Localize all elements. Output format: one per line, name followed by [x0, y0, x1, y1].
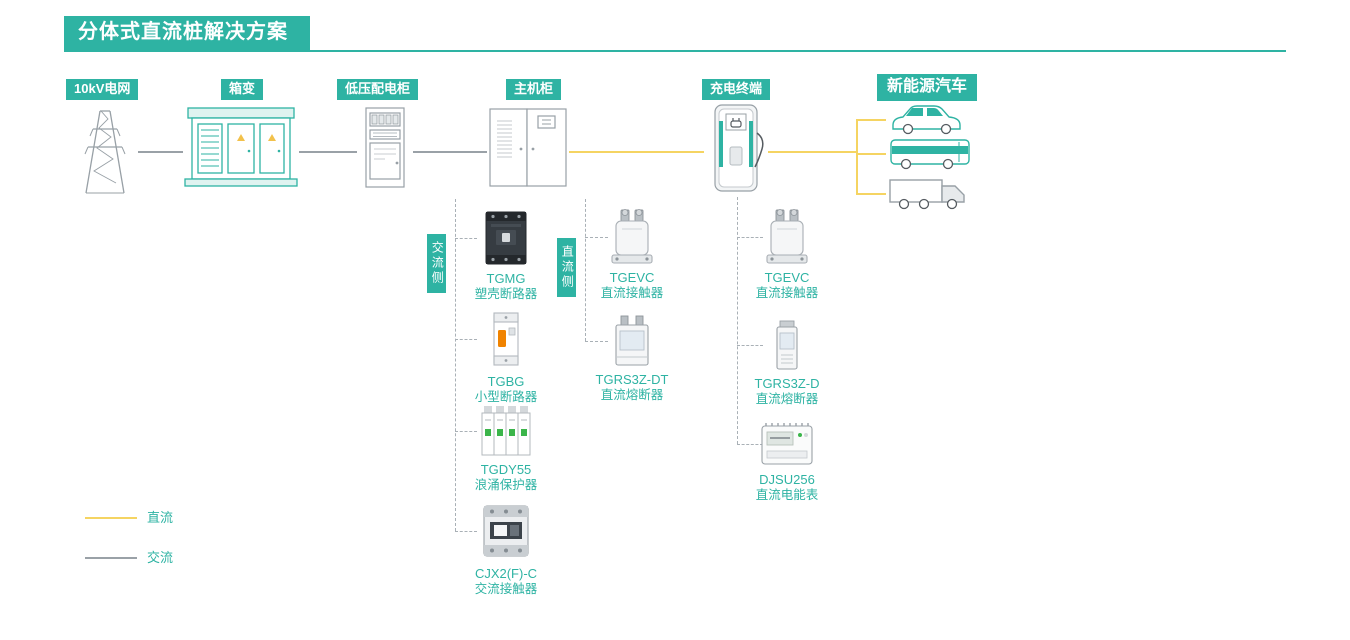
component-tgevc-main: TGEVC 直流接触器 — [562, 209, 702, 301]
component-djsu256: DJSU256 直流电能表 — [717, 421, 857, 503]
dc-contactor-icon — [610, 209, 654, 265]
legend-dc-line — [85, 517, 137, 519]
dc-line-stub-car — [856, 119, 886, 121]
node-label-grid: 10kV电网 — [66, 79, 139, 101]
component-tgrs3z-d: TGRS3Z-D 直流熔断器 — [717, 319, 857, 407]
mccb-icon — [479, 210, 533, 266]
ac-branch-stub-1 — [455, 238, 477, 239]
component-tgevc-terminal: TGEVC 直流接触器 — [717, 209, 857, 301]
terminal-branch-line — [737, 197, 738, 444]
component-name: 交流接触器 — [474, 581, 538, 596]
component-name: 直流接触器 — [755, 285, 819, 300]
legend-ac-label: 交流 — [147, 550, 174, 565]
dc-line-stub-truck — [856, 193, 886, 195]
dc-contactor-icon — [765, 209, 809, 265]
component-model: TGRS3Z-DT — [595, 372, 669, 387]
component-model: TGDY55 — [480, 462, 532, 477]
charging-terminal-icon — [704, 101, 768, 195]
node-label-lv-cabinet: 低压配电柜 — [337, 79, 419, 101]
component-model: DJSU256 — [759, 472, 815, 487]
spd-icon — [477, 405, 535, 457]
terminal-branch-stub-2 — [737, 345, 763, 346]
box-transformer-icon — [183, 103, 299, 189]
component-tgrs3z-dt: TGRS3Z-DT 直流熔断器 — [562, 315, 702, 403]
ev-vehicles-icon — [886, 98, 974, 216]
dc-fuse-icon — [767, 319, 807, 371]
component-name: 直流电能表 — [755, 487, 819, 502]
ac-branch-line — [455, 199, 456, 531]
node-label-transformer: 箱变 — [221, 79, 264, 101]
title-underline — [64, 50, 1286, 52]
dc-branch-stub-1 — [585, 237, 608, 238]
ac-line-transformer-to-lv — [299, 151, 357, 153]
component-model: TGRS3Z-D — [754, 376, 820, 391]
legend-ac-line — [85, 557, 137, 559]
dc-line-main-to-terminal — [569, 151, 704, 153]
terminal-branch-stub-3 — [737, 444, 763, 445]
node-label-terminal: 充电终端 — [702, 79, 771, 101]
truck — [889, 179, 965, 210]
dc-energy-meter-icon — [758, 421, 816, 467]
component-model: CJX2(F)-C — [474, 566, 538, 581]
ac-branch-stub-4 — [455, 531, 477, 532]
ac-branch-stub-2 — [455, 339, 477, 340]
component-name: 小型断路器 — [474, 389, 538, 404]
component-cjx2: CJX2(F)-C 交流接触器 — [436, 501, 576, 597]
component-tgbg: TGBG 小型断路器 — [436, 309, 576, 405]
ac-branch-stub-3 — [455, 431, 477, 432]
component-model: TGEVC — [764, 270, 810, 285]
dc-line-ev-vertical — [856, 119, 858, 195]
component-tgmg: TGMG 塑壳断路器 — [436, 210, 576, 302]
mcb-icon — [488, 309, 524, 369]
component-name: 浪涌保护器 — [474, 477, 538, 492]
ac-line-lv-to-main — [413, 151, 487, 153]
bus — [890, 139, 970, 170]
component-name: 塑壳断路器 — [474, 286, 538, 301]
dc-branch-stub-2 — [585, 341, 608, 342]
ac-side-label: 交流侧 — [427, 234, 447, 293]
node-label-main-cabinet: 主机柜 — [506, 79, 562, 101]
dc-fuse-icon — [609, 315, 655, 367]
node-label-ev: 新能源汽车 — [877, 74, 978, 101]
component-name: 直流熔断器 — [755, 391, 819, 406]
ac-contactor-icon — [477, 501, 535, 561]
component-model: TGEVC — [609, 270, 655, 285]
car — [892, 105, 961, 135]
legend-dc-label: 直流 — [147, 510, 174, 525]
component-name: 直流接触器 — [600, 285, 664, 300]
dc-line-stub-bus — [856, 153, 886, 155]
dc-branch-line — [585, 199, 586, 341]
ac-line-grid-to-transformer — [138, 151, 183, 153]
component-tgdy55: TGDY55 浪涌保护器 — [436, 405, 576, 493]
page-title: 分体式直流桩解决方案 — [64, 16, 310, 50]
lv-distribution-cabinet-icon — [357, 105, 413, 191]
dc-line-terminal-to-ev — [768, 151, 856, 153]
component-model: TGMG — [486, 271, 526, 286]
component-name: 直流熔断器 — [600, 387, 664, 402]
dc-side-label: 直流侧 — [557, 238, 577, 297]
transmission-tower-icon — [72, 103, 138, 195]
terminal-branch-stub-1 — [737, 237, 763, 238]
main-cabinet-icon — [487, 105, 569, 191]
component-model: TGBG — [487, 374, 525, 389]
